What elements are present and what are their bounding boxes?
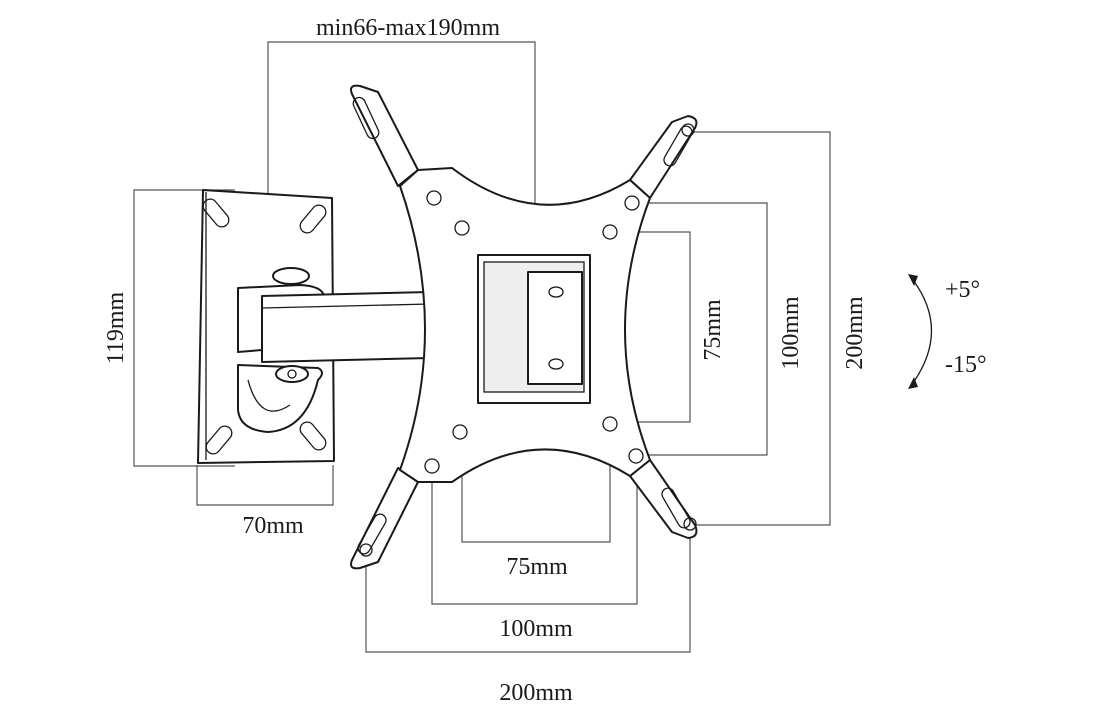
hole-200-top-right bbox=[681, 123, 695, 137]
hinge-top-bolt bbox=[272, 267, 310, 285]
vesa-arm-top-right bbox=[629, 115, 698, 199]
vesa-100-horizontal-label: 100mm bbox=[499, 616, 573, 642]
tilt-down-label: -15° bbox=[945, 352, 987, 378]
wall-plate-slot-top-right bbox=[299, 204, 327, 234]
hole-100-bottom-left bbox=[424, 458, 440, 474]
vesa-100-vertical-label: 100mm bbox=[778, 296, 804, 370]
hole-75-bottom-right bbox=[602, 416, 618, 432]
wall-plate-slot-bottom-right bbox=[299, 421, 327, 451]
arm-top-edge bbox=[261, 303, 431, 309]
vesa-arm-top-left bbox=[350, 84, 419, 187]
hole-200-bottom-left bbox=[359, 543, 373, 557]
hinge-bottom-nut-hole bbox=[287, 369, 297, 379]
vesa-75-vertical-dimension-line bbox=[612, 231, 691, 423]
vesa-100-vertical-dimension-line bbox=[634, 202, 768, 456]
arm-extension-dimension-line bbox=[267, 41, 536, 215]
wall-plate-height-label: 119mm bbox=[103, 291, 129, 364]
vesa-arm-slot-bottom-right bbox=[661, 487, 691, 529]
tilt-arc bbox=[912, 279, 932, 384]
hole-75-top-left bbox=[454, 220, 470, 236]
arm-extension-label: min66-max190mm bbox=[316, 15, 500, 41]
hinge-lower-bracket bbox=[237, 364, 323, 433]
tilt-up-label: +5° bbox=[945, 277, 980, 303]
vesa-screw-holes bbox=[359, 123, 697, 557]
vesa-75-vertical-label: 75mm bbox=[700, 299, 726, 361]
wall-plate-slot-bottom-left bbox=[205, 425, 233, 455]
vesa-arm-bottom-left bbox=[350, 467, 419, 570]
vesa-plate bbox=[350, 84, 698, 570]
dimension-lines bbox=[133, 41, 831, 653]
vesa-200-vertical-label: 200mm bbox=[842, 296, 868, 370]
hole-100-top-right bbox=[624, 195, 640, 211]
vesa-75-horizontal-label: 75mm bbox=[506, 554, 568, 580]
vesa-tilt-bolt-bottom bbox=[548, 358, 564, 370]
tilt-arrow-up-icon bbox=[908, 274, 918, 286]
vesa-arm-slot-top-left bbox=[352, 96, 380, 140]
hole-100-bottom-right bbox=[628, 448, 644, 464]
hinge-bottom-nut bbox=[275, 365, 309, 383]
vesa-200-vertical-dimension-line bbox=[690, 131, 831, 526]
vesa-tilt-bracket bbox=[527, 271, 583, 385]
tilt-arrow-down-icon bbox=[908, 377, 918, 389]
vesa-75-horizontal-dimension-line bbox=[461, 430, 611, 543]
hole-200-bottom-right bbox=[683, 517, 697, 531]
vesa-arm-slot-top-right bbox=[663, 125, 693, 167]
vesa-tilt-bolt-top bbox=[548, 286, 564, 298]
hole-75-top-right bbox=[602, 224, 618, 240]
hole-75-bottom-left bbox=[452, 424, 468, 440]
vesa-100-horizontal-dimension-line bbox=[431, 458, 638, 605]
hole-100-top-left bbox=[426, 190, 442, 206]
vesa-200-horizontal-dimension-line bbox=[365, 528, 691, 653]
wall-plate-width-dimension-line bbox=[196, 465, 334, 506]
arm-body bbox=[261, 291, 431, 363]
wall-plate-height-dimension-line bbox=[133, 189, 235, 467]
wall-plate-width-label: 70mm bbox=[242, 513, 304, 539]
tilt-indicator bbox=[908, 274, 932, 389]
wall-plate-slot-top-left bbox=[202, 198, 230, 228]
hinge-lower-curve bbox=[247, 379, 291, 412]
vesa-200-horizontal-label: 200mm bbox=[499, 680, 573, 706]
